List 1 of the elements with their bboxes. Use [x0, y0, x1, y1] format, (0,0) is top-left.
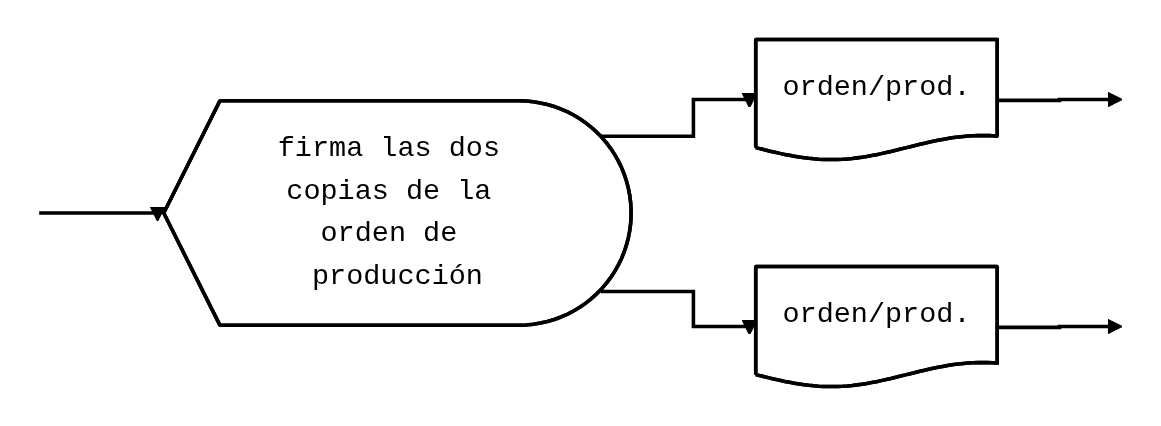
arrow — [39, 205, 166, 222]
